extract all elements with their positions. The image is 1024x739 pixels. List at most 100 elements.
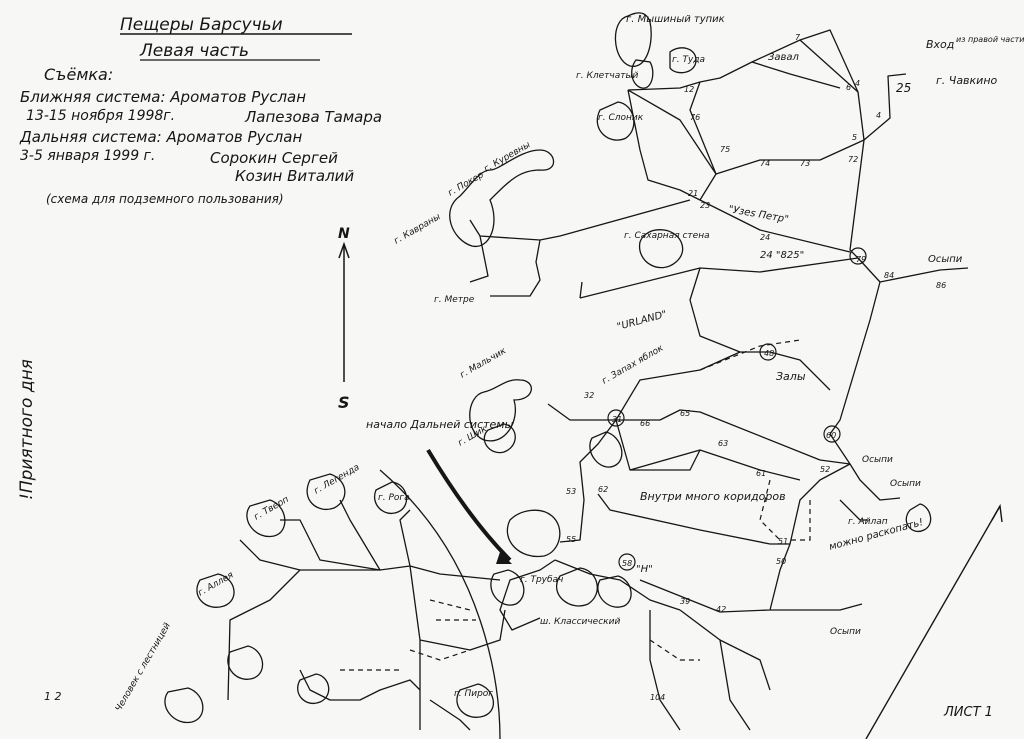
grotto-saharnaya <box>639 229 684 269</box>
grotto-roga <box>373 481 408 515</box>
arrow-nachalo-head-icon <box>496 552 512 564</box>
station-label: 61 <box>756 469 766 478</box>
passage-5-6 <box>799 39 859 93</box>
station-label: 72 <box>848 155 858 164</box>
station-label: 4 <box>855 79 860 88</box>
grotto-tuda <box>669 47 697 74</box>
compass-arrow-icon <box>338 241 350 259</box>
grotto-slonik-label: г. Слоник <box>598 113 644 123</box>
station-label: 50 <box>776 557 786 566</box>
entrance-place: г. Чавкино <box>936 74 998 87</box>
passage-zaval <box>751 61 841 89</box>
far-system: Дальняя система: Ароматов Руслан <box>19 128 302 146</box>
passage-vnutri <box>597 493 790 545</box>
station-label: 65 <box>680 409 690 418</box>
dash-zaly <box>699 339 801 371</box>
station-60 <box>823 425 841 443</box>
station-label: 58 <box>622 559 632 568</box>
grotto-g-bottom <box>164 687 204 724</box>
grotto-shik <box>483 423 516 454</box>
label-osypi-3: Осыпи <box>890 479 921 489</box>
station-label: 66 <box>640 419 650 428</box>
entrance-point: 25 <box>896 81 911 95</box>
passage-72-79 <box>849 139 865 259</box>
station-label: 4 <box>876 111 881 120</box>
label-klassich: ш. Классический <box>540 617 620 627</box>
grotto-tverp <box>246 499 286 538</box>
label-nachalo: начало Дальней системы <box>366 418 514 431</box>
passage-legend <box>339 499 381 571</box>
grotto-blobs <box>164 12 932 724</box>
grotto-kletchaty-label: г. Клетчатый <box>576 71 639 81</box>
passage-curve <box>379 469 501 739</box>
station-58 <box>618 553 636 571</box>
station-48 <box>759 343 777 361</box>
entrance-sub: из правой части <box>956 35 1024 44</box>
passage-31 <box>547 351 741 421</box>
passage-x <box>719 639 771 691</box>
passage-trubach <box>499 559 556 631</box>
station-label: 79 <box>856 255 866 264</box>
label-825: 24 "825" <box>760 250 804 261</box>
label-vnutri: Внутри много коридоров <box>640 490 786 503</box>
passage-23-24 <box>699 199 851 253</box>
label-osypi-2: Осыпи <box>862 455 893 465</box>
passage-42 <box>679 609 751 731</box>
grotto-metre-label: г. Метре <box>434 295 475 305</box>
passage-58 <box>829 433 901 501</box>
arrow-sheet-head-icon <box>991 503 1003 523</box>
station-label: 73 <box>800 159 810 168</box>
grotto-klassich <box>555 567 598 607</box>
passage-bottom <box>299 669 421 701</box>
grotto-trubach-label: г. Трубач <box>520 575 563 585</box>
station-label: 53 <box>566 487 576 496</box>
grotto-g-mid <box>589 431 623 468</box>
dashed-passages <box>340 339 811 671</box>
grotto-myshiny <box>614 12 652 67</box>
station-label: 76 <box>690 113 700 122</box>
label-zaly: Залы <box>776 370 806 383</box>
station-label: 7 <box>795 33 801 42</box>
station-label: 84 <box>884 271 894 280</box>
passage-entrance <box>627 29 907 141</box>
dash-lower <box>649 639 700 661</box>
grotto-trubach <box>506 509 561 558</box>
passage-12-76 <box>627 81 717 175</box>
compass-south: S <box>338 393 350 412</box>
grotto-ailap-warning <box>905 503 932 533</box>
passage-pirog <box>429 699 471 731</box>
grotto-alleya <box>196 573 235 608</box>
survey-label: Съёмка: <box>44 65 113 84</box>
label-list: ЛИСТ 1 <box>943 705 993 720</box>
station-label: 52 <box>820 465 830 474</box>
station-label: 55 <box>566 535 576 544</box>
far-person3: Козин Виталий <box>235 167 354 185</box>
passage-50 <box>639 543 791 613</box>
station-79 <box>849 247 867 265</box>
grotto-H <box>597 575 632 608</box>
station-label: 21 <box>688 189 698 198</box>
entrance-label: Вход <box>926 38 954 51</box>
arrows <box>426 448 1003 739</box>
dash-51 <box>790 500 811 541</box>
grotto-ailap-label: г. Айлап <box>848 517 888 527</box>
station-label: 32 <box>584 391 594 400</box>
grotto-pirog <box>456 683 494 718</box>
arrow-nachalo <box>426 448 512 562</box>
station-label: 23 <box>700 201 710 210</box>
grotto-g-left <box>227 645 264 680</box>
near-person2: Лапезова Тамара <box>244 108 382 126</box>
grotto-malchik <box>469 379 532 442</box>
side-text: !Приятного дня <box>17 359 37 500</box>
station-label: 39 <box>680 597 690 606</box>
dash-left-1 <box>429 599 471 611</box>
station-label: 6 <box>846 83 851 92</box>
title-line1: Пещеры Барсучьи <box>120 15 283 35</box>
grotto-tuda-label: г. Туда <box>672 55 705 65</box>
grotto-myshiny-label: г. Мышиный тупик <box>626 14 725 25</box>
note: (схема для подземного пользования) <box>46 192 284 206</box>
station-circles <box>607 247 867 571</box>
near-dates: 13-15 ноября 1998г. <box>26 108 175 124</box>
